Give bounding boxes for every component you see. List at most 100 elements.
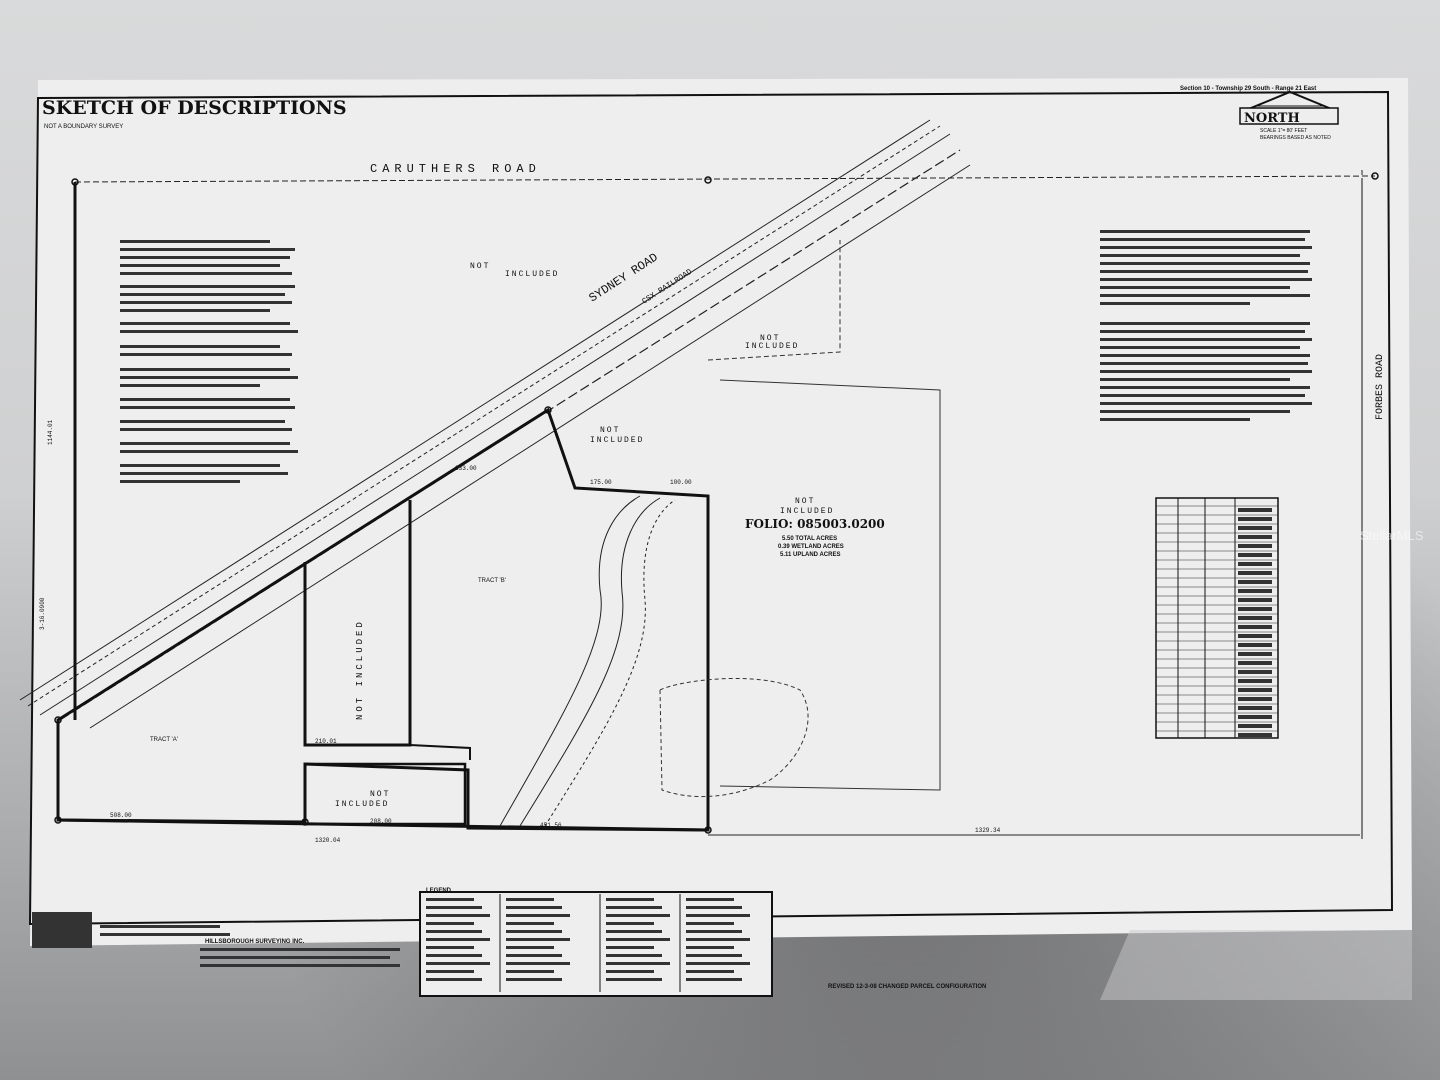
wetland-strip — [499, 495, 676, 827]
legend-entry-mark — [426, 938, 490, 941]
legend-entry-mark — [686, 938, 750, 941]
table-cell-mark — [1238, 580, 1272, 584]
not-included-right-2: INCLUDED — [780, 507, 834, 516]
legend-entry-mark — [506, 946, 554, 949]
legend-entry-mark — [686, 946, 734, 949]
table-cell-mark — [1238, 598, 1272, 602]
table-cell-mark — [1238, 679, 1272, 683]
not-included-small-1: NOT — [760, 334, 780, 343]
scale-line-1: SCALE 1"= 80' FEET — [1260, 128, 1307, 134]
railroad-corridor — [19, 119, 971, 729]
not-included-bottom-2: INCLUDED — [335, 800, 389, 809]
survey-markers — [54, 172, 1379, 834]
legend-entry-mark — [426, 978, 482, 981]
table-cell-mark — [1238, 661, 1272, 665]
legend-entry-mark — [426, 946, 474, 949]
legend-entry-mark — [426, 906, 482, 909]
legend-entry-mark — [606, 978, 662, 981]
legend-entry-mark — [686, 922, 734, 925]
dim-5: 233.00 — [455, 465, 477, 472]
not-included-center-2: INCLUDED — [590, 436, 644, 445]
not-included-center-1: NOT — [600, 426, 620, 435]
table-cell-mark — [1238, 607, 1272, 611]
legend-entry-mark — [606, 898, 654, 901]
legend-entry-mark — [506, 922, 554, 925]
legend-rows — [426, 898, 750, 981]
table-cell-mark — [1238, 589, 1272, 593]
legend-entry-mark — [686, 962, 750, 965]
folio-acres-upland: 5.11 UPLAND ACRES — [780, 552, 840, 558]
dim-2: 508.00 — [110, 812, 132, 819]
table-cell-mark — [1238, 724, 1272, 728]
table-cell-mark — [1238, 616, 1272, 620]
table-cell-mark — [1238, 643, 1272, 647]
legend-entry-mark — [426, 962, 490, 965]
legend-entry-mark — [506, 930, 562, 933]
right-dashed-areas — [659, 240, 941, 797]
title-block — [32, 912, 400, 967]
dim-3: 175.00 — [590, 479, 612, 486]
legal-description-block — [1100, 230, 1312, 421]
section-line: Section 10 - Township 29 South - Range 2… — [1180, 86, 1316, 92]
dim-10: 3-16.0900 — [39, 597, 46, 630]
legend-entry-mark — [506, 954, 562, 957]
inner-not-included-boundary — [303, 500, 412, 747]
legend-entry-mark — [506, 978, 562, 981]
table-cell-mark — [1238, 715, 1272, 719]
table-cell-mark — [1238, 517, 1272, 521]
legend-entry-mark — [506, 962, 570, 965]
legend-entry-mark — [426, 954, 482, 957]
legend-entry-mark — [686, 970, 734, 973]
not-included-small-2: INCLUDED — [745, 342, 799, 351]
sheet-title: SKETCH OF DESCRIPTIONS — [42, 97, 347, 119]
north-arrow-icon — [1239, 90, 1339, 125]
paper — [30, 78, 1412, 946]
not-included-top-2: INCLUDED — [505, 270, 559, 279]
legend-entry-mark — [606, 914, 670, 917]
sheet-border — [28, 90, 1394, 926]
not-included-bottom-1: NOT — [370, 790, 390, 799]
not-included-right-1: NOT — [795, 497, 815, 506]
legend-entry-mark — [506, 906, 562, 909]
table-cell-mark — [1238, 670, 1272, 674]
dim-1: 210.01 — [315, 738, 337, 745]
dim-4: 100.00 — [670, 479, 692, 486]
legend-entry-mark — [426, 898, 474, 901]
legend-entry-mark — [686, 898, 734, 901]
legend-entry-mark — [506, 938, 570, 941]
legend-entry-mark — [686, 978, 742, 981]
legend-entry-mark — [686, 906, 742, 909]
legend-entry-mark — [606, 930, 662, 933]
table-cell-mark — [1238, 706, 1272, 710]
legend-entry-mark — [606, 970, 654, 973]
legend-entry-mark — [426, 922, 474, 925]
legend-entry-mark — [426, 930, 482, 933]
tract-a-label: TRACT 'A' — [150, 737, 178, 743]
legend-entry-mark — [506, 970, 554, 973]
legend-title: LEGEND — [426, 888, 452, 894]
table-cell-mark — [1238, 526, 1272, 530]
legend-entry-mark — [686, 954, 742, 957]
dim-8: 1329.34 — [975, 827, 1001, 834]
sheet-subtitle: NOT A BOUNDARY SURVEY — [44, 124, 123, 130]
legend-entry-mark — [426, 914, 490, 917]
tract-b-label: TRACT 'B' — [478, 578, 506, 584]
watermark: StellarMLS — [1360, 528, 1424, 543]
table-cell-mark — [1238, 625, 1272, 629]
table-cell-mark — [1238, 571, 1272, 575]
scale-line-2: BEARINGS BASED AS NOTED — [1260, 135, 1331, 141]
bottom-not-included-boundary — [303, 762, 467, 826]
caruthers-road-line — [74, 175, 1376, 183]
table-cell-mark — [1238, 508, 1272, 512]
revision-note: REVISED 12-3-08 CHANGED PARCEL CONFIGURA… — [828, 984, 986, 990]
north-label: NORTH — [1244, 111, 1300, 126]
dim-11: 208.00 — [370, 818, 392, 825]
legend-entry-mark — [506, 898, 554, 901]
tract-a-boundary — [56, 407, 710, 832]
not-included-top-1: NOT — [470, 262, 490, 271]
folio-label: FOLIO: 085003.0200 — [745, 517, 885, 531]
table-cell-mark — [1238, 535, 1272, 539]
legend-entry-mark — [606, 946, 654, 949]
